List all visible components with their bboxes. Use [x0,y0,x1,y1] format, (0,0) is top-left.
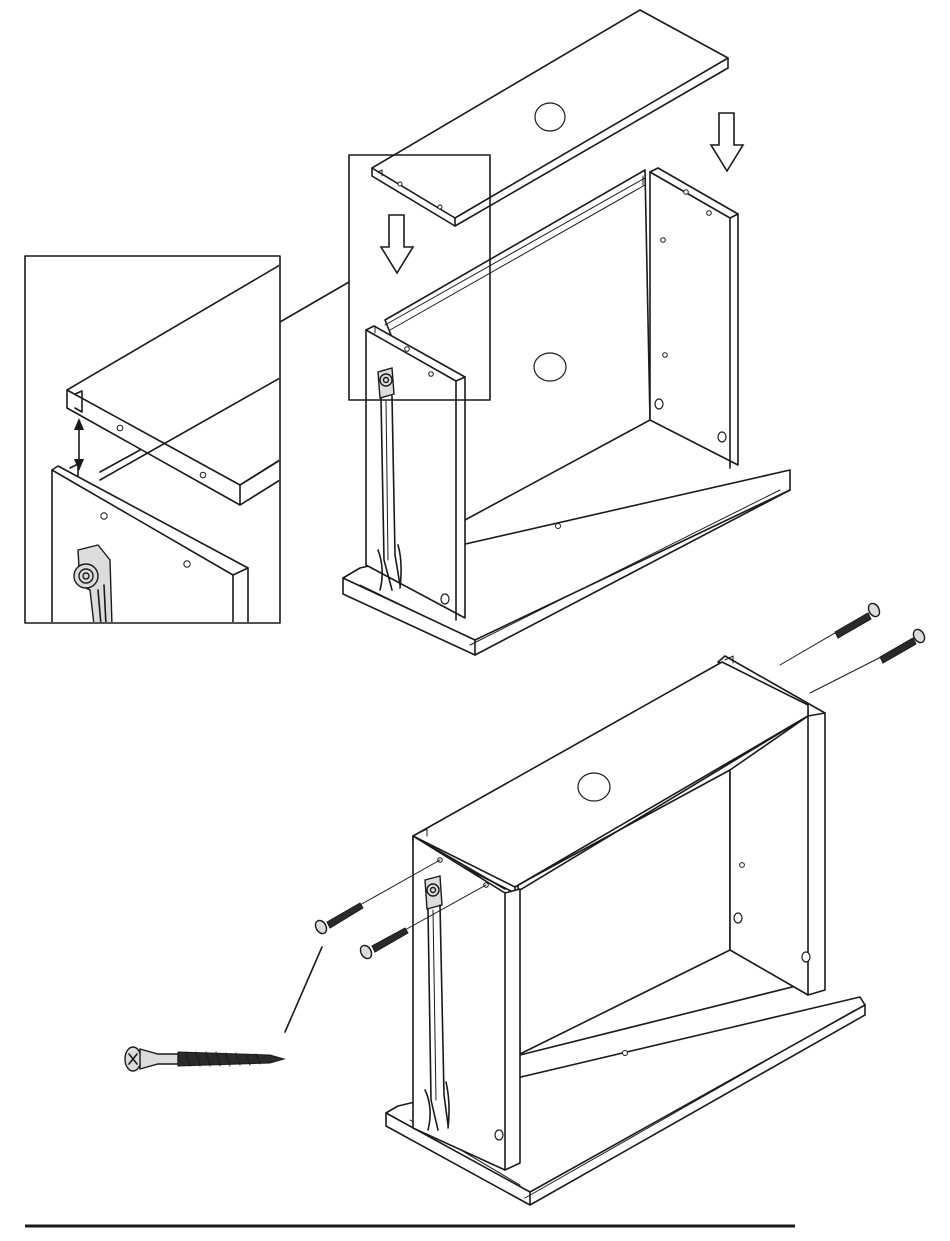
screw-thread-icon [178,1052,284,1066]
screw-path-line [780,630,840,665]
screw-icon [358,928,408,961]
groove-alignment-detail [25,256,280,625]
down-arrow-icon [711,113,743,171]
alignment-double-arrow-icon [74,418,84,471]
cable-hole-top-icon [578,773,610,801]
screw-icon [835,601,882,638]
screw-enlarged-detail [125,1047,284,1071]
right-side-panel [643,168,738,468]
left-side-panel [413,836,520,1170]
screw-icon [313,903,363,936]
screw-path-line [810,655,885,693]
down-arrow-icon [381,215,413,273]
screw-icon [880,627,927,663]
cable-hole-back-icon [534,353,566,381]
cable-hole-top-icon [535,103,565,131]
step-2-assembly [125,601,927,1205]
step-1-assembly [280,10,790,655]
callout-leader-line [280,282,349,322]
callout-leader-line [285,947,322,1032]
